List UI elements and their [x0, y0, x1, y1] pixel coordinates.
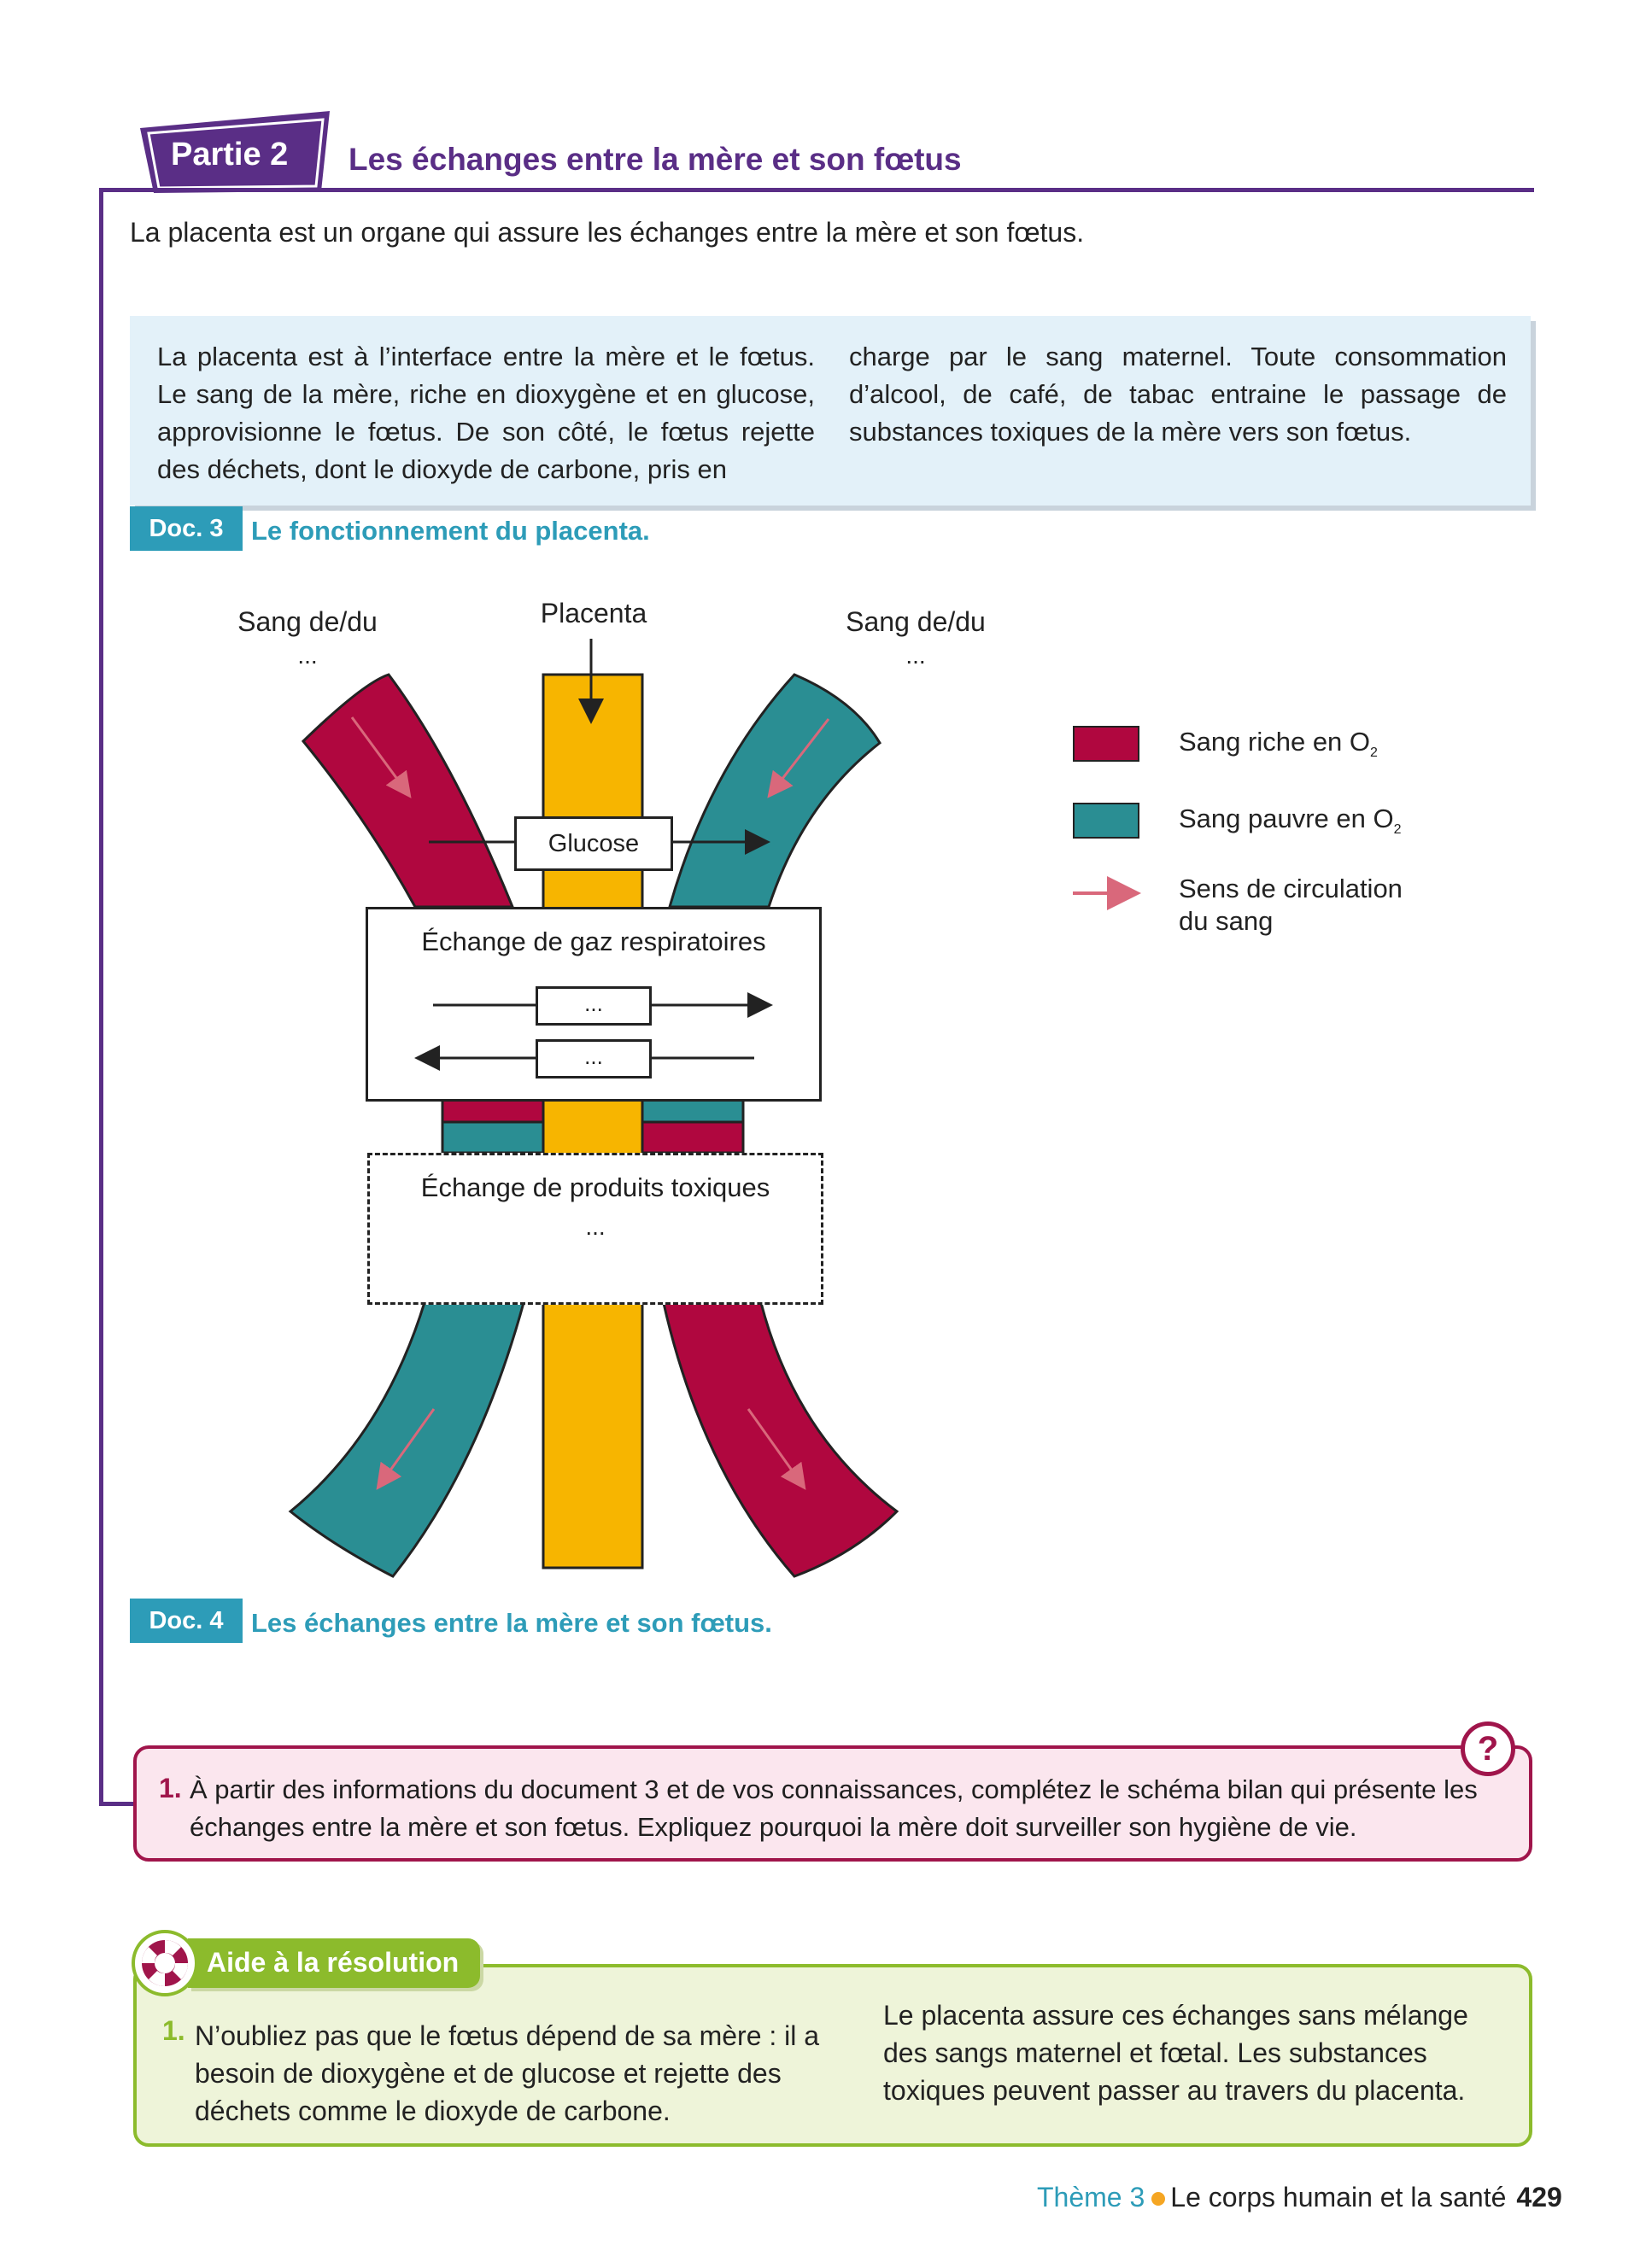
question-icon: ?: [1461, 1721, 1515, 1776]
gas-blank-2[interactable]: ...: [536, 1039, 652, 1078]
flow-arrow: [376, 1408, 436, 1490]
toxic-exchange-box: Échange de produits toxiques ...: [367, 1153, 823, 1305]
flow-arrow: [350, 716, 412, 798]
vessel-mid-right-red: [641, 1120, 745, 1154]
help-number: 1.: [162, 2015, 185, 2046]
legend-rich-swatch: [1073, 726, 1139, 762]
vessel-bottom-left: [288, 1298, 526, 1578]
gas-blank-1[interactable]: ...: [536, 986, 652, 1026]
rail-foot: [99, 1802, 140, 1806]
part-tag: Partie 2: [137, 111, 333, 193]
legend-poor-label: Sang pauvre en O2: [1179, 804, 1402, 838]
flow-arrow: [747, 1408, 806, 1490]
help-col-2: Le placenta assure ces échanges sans mél…: [883, 2000, 1468, 2106]
part-label: Partie 2: [171, 137, 289, 172]
info-col-2: charge par le sang maternel. Toute conso…: [849, 342, 1507, 447]
info-box: La placenta est à l’interface entre la m…: [130, 316, 1531, 506]
footer-theme: Thème 3: [1037, 2182, 1145, 2212]
flow-arrow: [767, 718, 830, 798]
right-vessel-label: Sang de/du: [846, 606, 986, 637]
help-box: 1. N’oubliez pas que le fœtus dépend de …: [133, 1964, 1532, 2147]
gas-exchange-title: Échange de gaz respiratoires: [421, 926, 766, 956]
question-box: 1. À partir des informations du document…: [133, 1745, 1532, 1862]
left-vessel-dots: ...: [297, 642, 318, 669]
left-vessel-label: Sang de/du: [237, 606, 378, 637]
help-col-1: N’oubliez pas que le fœtus dépend de sa …: [195, 2020, 820, 2126]
legend-rich-label: Sang riche en O2: [1179, 727, 1378, 761]
legend-poor-swatch: [1073, 803, 1139, 839]
footer-dot-icon: [1151, 2191, 1166, 2206]
question-text: À partir des informations du document 3 …: [190, 1774, 1478, 1842]
doc4-title: Les échanges entre la mère et son fœtus.: [251, 1608, 772, 1638]
doc4-badge: Doc. 4: [130, 1599, 243, 1643]
lifebuoy-icon: [132, 1930, 198, 1996]
page-number: 429: [1516, 2182, 1562, 2212]
footer-subject: Le corps humain et la santé: [1170, 2182, 1507, 2212]
help-title: Aide à la résolution: [207, 1947, 460, 1978]
info-col-1: La placenta est à l’interface entre la m…: [157, 342, 815, 484]
vessel-bottom-right: [661, 1298, 899, 1578]
legend-flow-label: Sens de circulation du sang: [1179, 874, 1403, 936]
gas-exchange-box: Échange de gaz respiratoires ... ...: [366, 907, 822, 1102]
vessel-mid-left-teal: [441, 1120, 545, 1154]
placenta-column: [542, 673, 644, 1569]
toxic-exchange-title: Échange de produits toxiques: [420, 1172, 770, 1202]
footer: Thème 3 Le corps humain et la santé 429: [1037, 2182, 1562, 2213]
glucose-box: Glucose: [514, 816, 673, 871]
toxic-blank[interactable]: ...: [585, 1213, 606, 1240]
left-rail: [99, 188, 103, 1806]
header-rule: [99, 188, 1534, 192]
vessel-top-right: [668, 673, 882, 909]
question-number: 1.: [159, 1773, 182, 1803]
help-tab: Aide à la résolution: [188, 1938, 480, 1988]
intro-text: La placenta est un organe qui assure les…: [130, 217, 1085, 248]
doc3-title: Le fonctionnement du placenta.: [251, 516, 650, 546]
section-title: Les échanges entre la mère et son fœtus: [348, 142, 962, 177]
doc3-badge: Doc. 3: [130, 506, 243, 551]
right-vessel-dots: ...: [905, 642, 926, 669]
placenta-label: Placenta: [540, 598, 647, 628]
vessel-top-left: [301, 673, 515, 909]
